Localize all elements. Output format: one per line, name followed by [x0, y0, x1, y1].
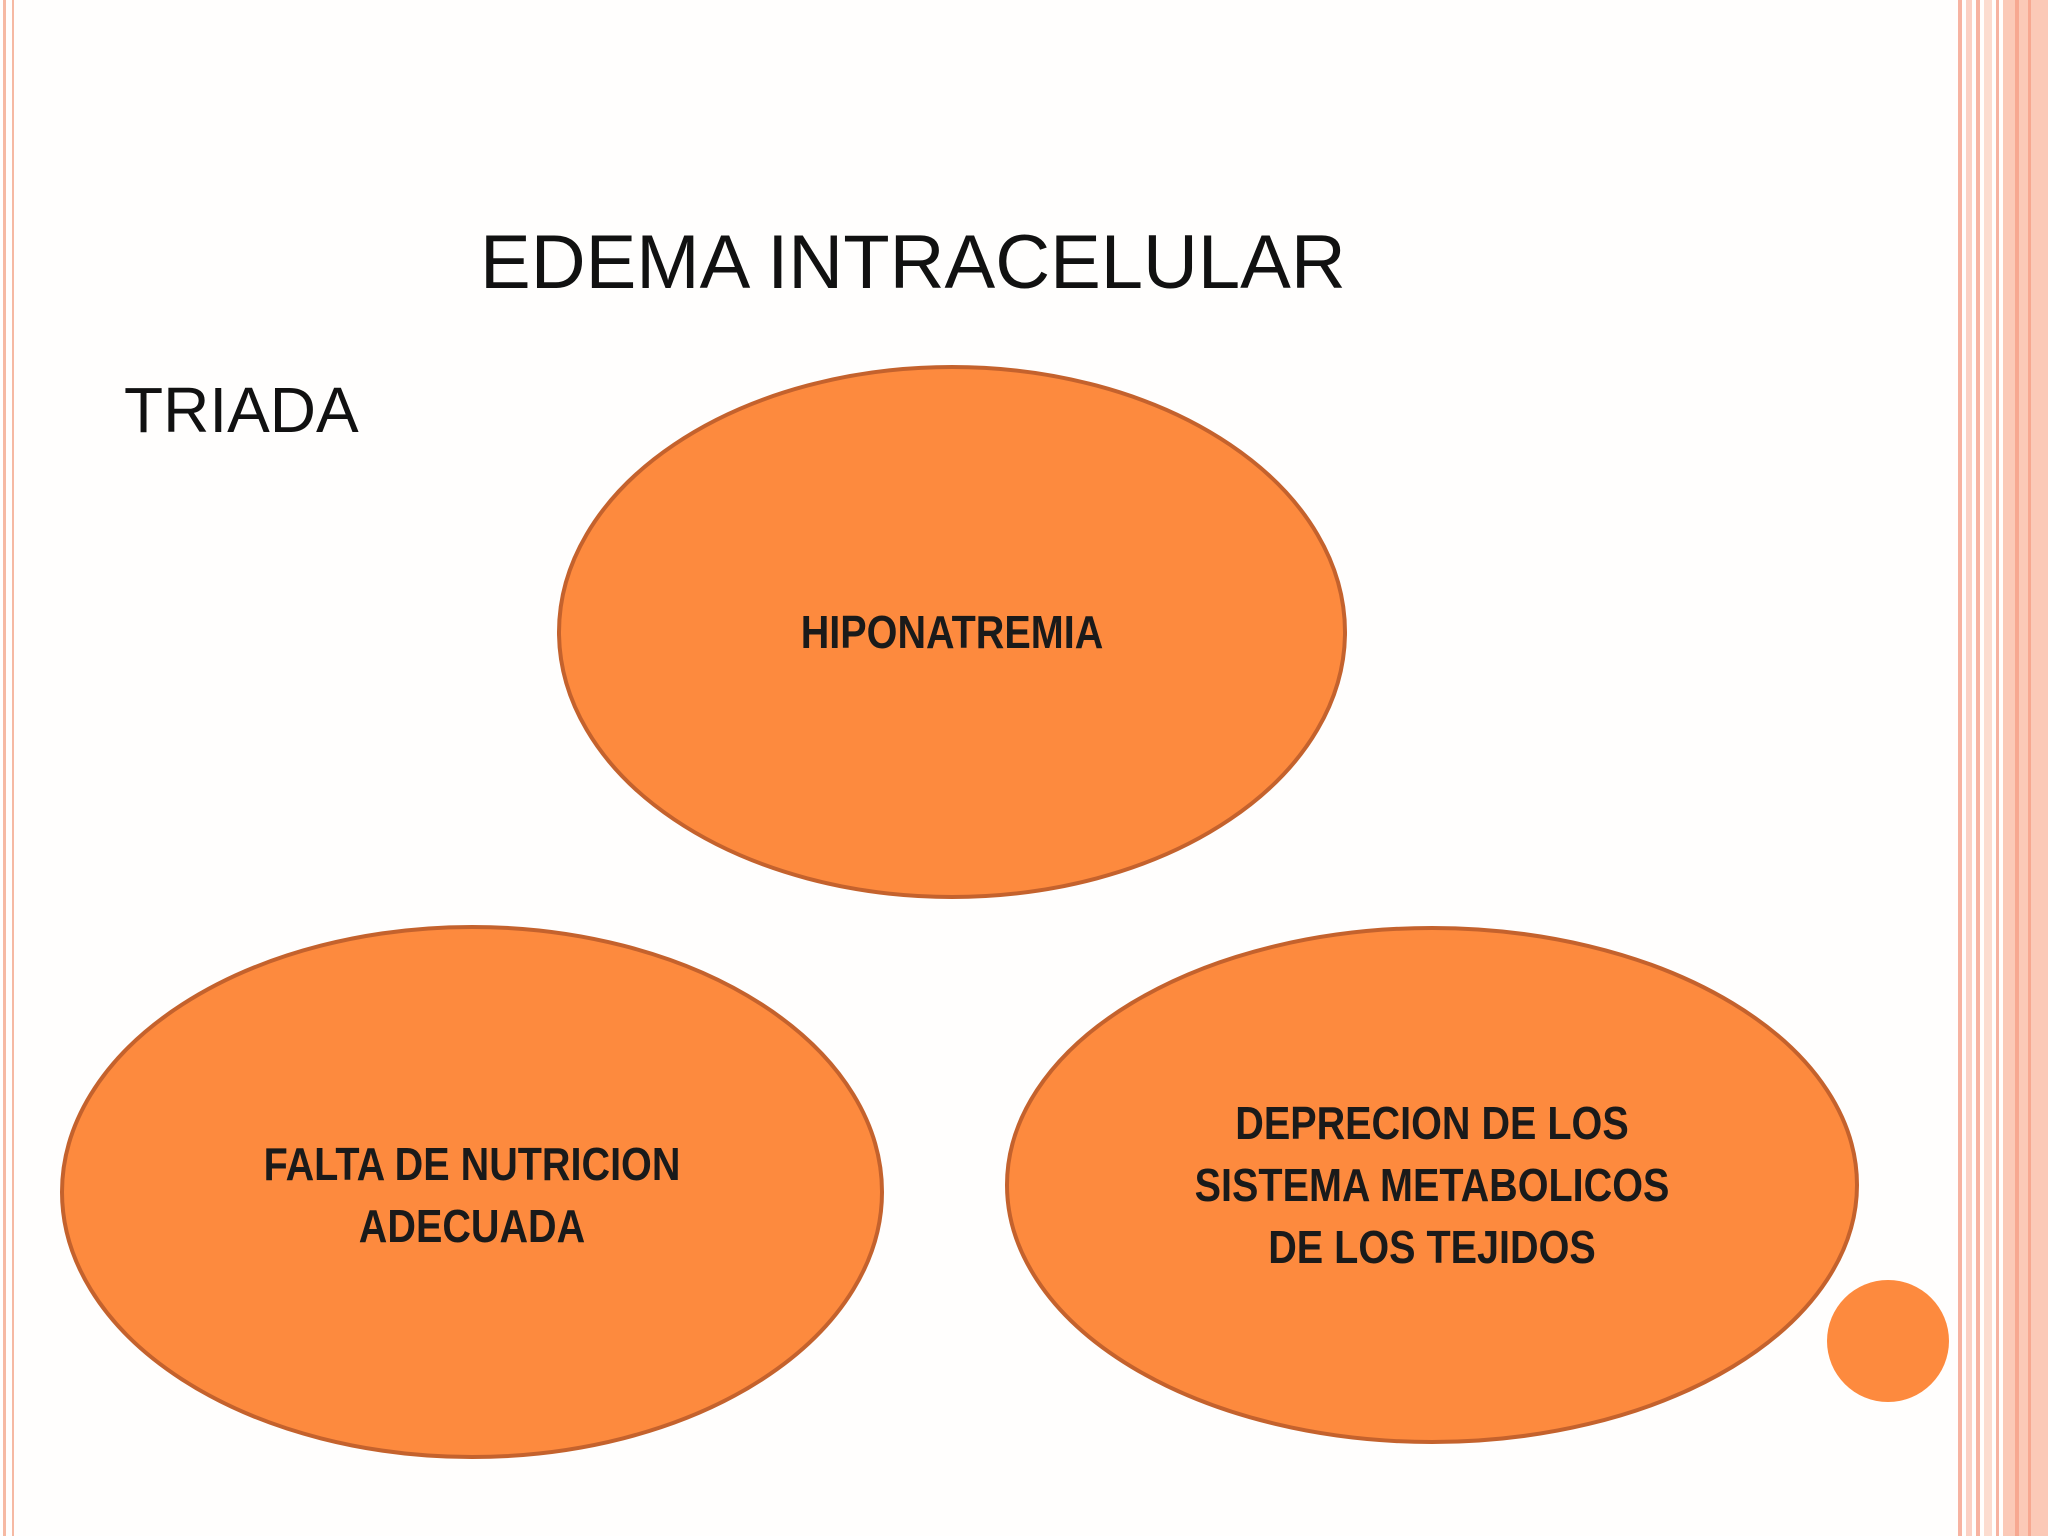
right-border-stripe: [1958, 0, 1962, 1536]
right-border-stripe: [2028, 0, 2031, 1536]
right-border-stripe: [1966, 0, 1972, 1536]
node-hiponatremia-label: HIPONATREMIA: [800, 606, 1104, 658]
accent-circle-decoration: [1827, 1280, 1949, 1402]
right-border-stripe: [1984, 0, 1992, 1536]
left-border-stripe: [3, 0, 6, 1536]
node-hiponatremia-shape: [557, 365, 1347, 899]
right-border-stripe: [1996, 0, 1999, 1536]
right-border-stripe: [1976, 0, 1980, 1536]
node-deprecion-label: DEPRECION DE LOS SISTEMA METABOLICOS DE …: [1194, 1097, 1670, 1273]
node-falta-nutricion-shape: [60, 925, 884, 1459]
slide-subtitle: TRIADA: [124, 374, 359, 446]
node-deprecion-shape: [1005, 926, 1859, 1444]
right-border-stripe: [2015, 0, 2019, 1536]
node-falta-nutricion-label: FALTA DE NUTRICION ADECUADA: [263, 1138, 681, 1252]
right-border-stripe: [2003, 0, 2048, 1536]
slide-title: EDEMA INTRACELULAR: [480, 220, 1346, 305]
left-border-stripe: [12, 0, 14, 1536]
